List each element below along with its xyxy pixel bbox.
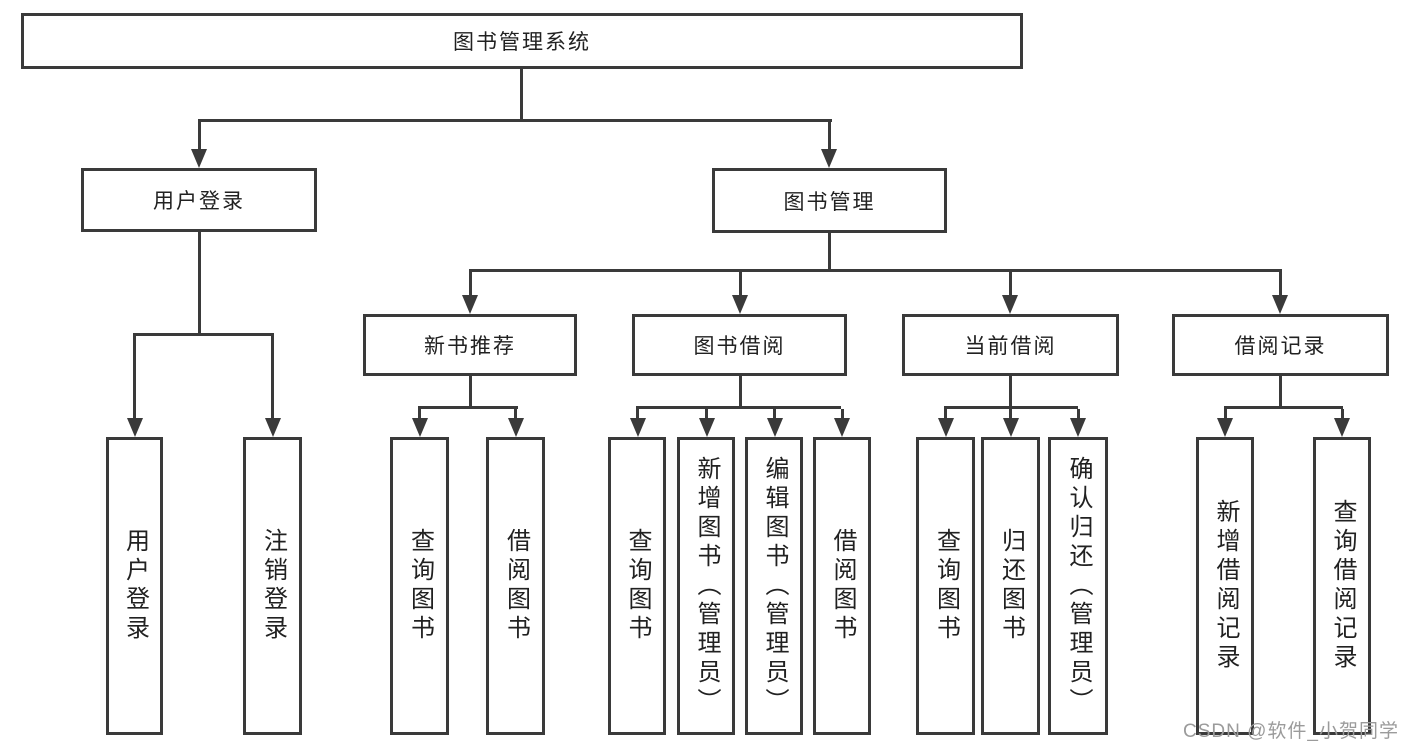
connector-line (1008, 376, 1012, 409)
connector-line (468, 376, 472, 409)
arrowhead-icon (1002, 295, 1018, 314)
node-book-management: 图书管理 (712, 168, 947, 233)
connector-line (418, 409, 421, 419)
connector-line (636, 406, 841, 409)
connector-line (519, 66, 523, 119)
arrowhead-icon (629, 418, 646, 437)
arrowhead-icon (1272, 295, 1288, 314)
connector-line (773, 409, 776, 419)
connector-line (197, 119, 832, 122)
leaf-borrowing-query-books: 查询图书 (608, 437, 666, 735)
arrowhead-icon (834, 418, 850, 437)
arrowhead-icon (821, 149, 837, 168)
arrowhead-icon (1334, 418, 1350, 437)
arrowhead-icon (126, 418, 143, 437)
leaf-recommend-borrow-books: 借阅图书 (486, 437, 545, 735)
leaf-confirm-return-admin: 确认归还（管理员） (1048, 437, 1108, 735)
arrowhead-icon (411, 418, 428, 437)
connector-line (738, 272, 742, 297)
leaf-borrowing-borrow-books: 借阅图书 (813, 437, 871, 735)
leaf-add-borrow-record: 新增借阅记录 (1196, 437, 1254, 735)
node-user-login: 用户登录 (81, 168, 317, 232)
node-current-borrowing: 当前借阅 (902, 314, 1119, 376)
connector-line (468, 272, 472, 297)
arrowhead-icon (507, 418, 524, 437)
leaf-current-query-books: 查询图书 (916, 437, 975, 735)
node-borrowing-records: 借阅记录 (1172, 314, 1389, 376)
connector-line (271, 336, 274, 419)
connector-line (944, 409, 947, 419)
connector-line (705, 409, 708, 419)
leaf-edit-book-admin: 编辑图书（管理员） (745, 437, 803, 735)
connector-line (738, 376, 742, 409)
leaf-return-books: 归还图书 (981, 437, 1040, 735)
connector-line (840, 409, 844, 419)
connector-line (468, 269, 1282, 272)
connector-line (133, 336, 136, 419)
leaf-query-borrow-record: 查询借阅记录 (1313, 437, 1371, 735)
connector-line (1076, 409, 1080, 419)
node-root: 图书管理系统 (21, 13, 1023, 69)
connector-line (197, 232, 201, 336)
arrowhead-icon (937, 418, 954, 437)
connector-line (1278, 376, 1282, 409)
connector-line (418, 406, 518, 409)
csdn-watermark: CSDN @软件_小贺同学 (1183, 721, 1399, 742)
leaf-user-login: 用户登录 (106, 437, 163, 735)
node-book-borrowing: 图书借阅 (632, 314, 847, 376)
connector-line (133, 333, 274, 336)
connector-line (197, 122, 201, 152)
connector-line (636, 409, 639, 419)
node-new-book-recommend: 新书推荐 (363, 314, 577, 376)
leaf-logout: 注销登录 (243, 437, 302, 735)
arrowhead-icon (1070, 418, 1086, 437)
leaf-recommend-query-books: 查询图书 (390, 437, 449, 735)
arrowhead-icon (264, 418, 281, 437)
arrowhead-icon (462, 295, 478, 314)
connector-line (944, 406, 1078, 409)
connector-line (1223, 409, 1227, 419)
connector-line (1340, 409, 1344, 419)
connector-line (1009, 409, 1012, 419)
arrowhead-icon (766, 418, 783, 437)
arrowhead-icon (1217, 418, 1233, 437)
connector-line (1008, 272, 1012, 297)
leaf-add-book-admin: 新增图书（管理员） (677, 437, 735, 735)
connector-line (1224, 406, 1343, 409)
arrowhead-icon (191, 149, 207, 168)
arrowhead-icon (698, 418, 715, 437)
connector-line (827, 122, 831, 152)
connector-line (827, 233, 831, 272)
connector-line (514, 409, 517, 419)
connector-line (1278, 272, 1282, 297)
arrowhead-icon (1002, 418, 1019, 437)
arrowhead-icon (732, 295, 748, 314)
